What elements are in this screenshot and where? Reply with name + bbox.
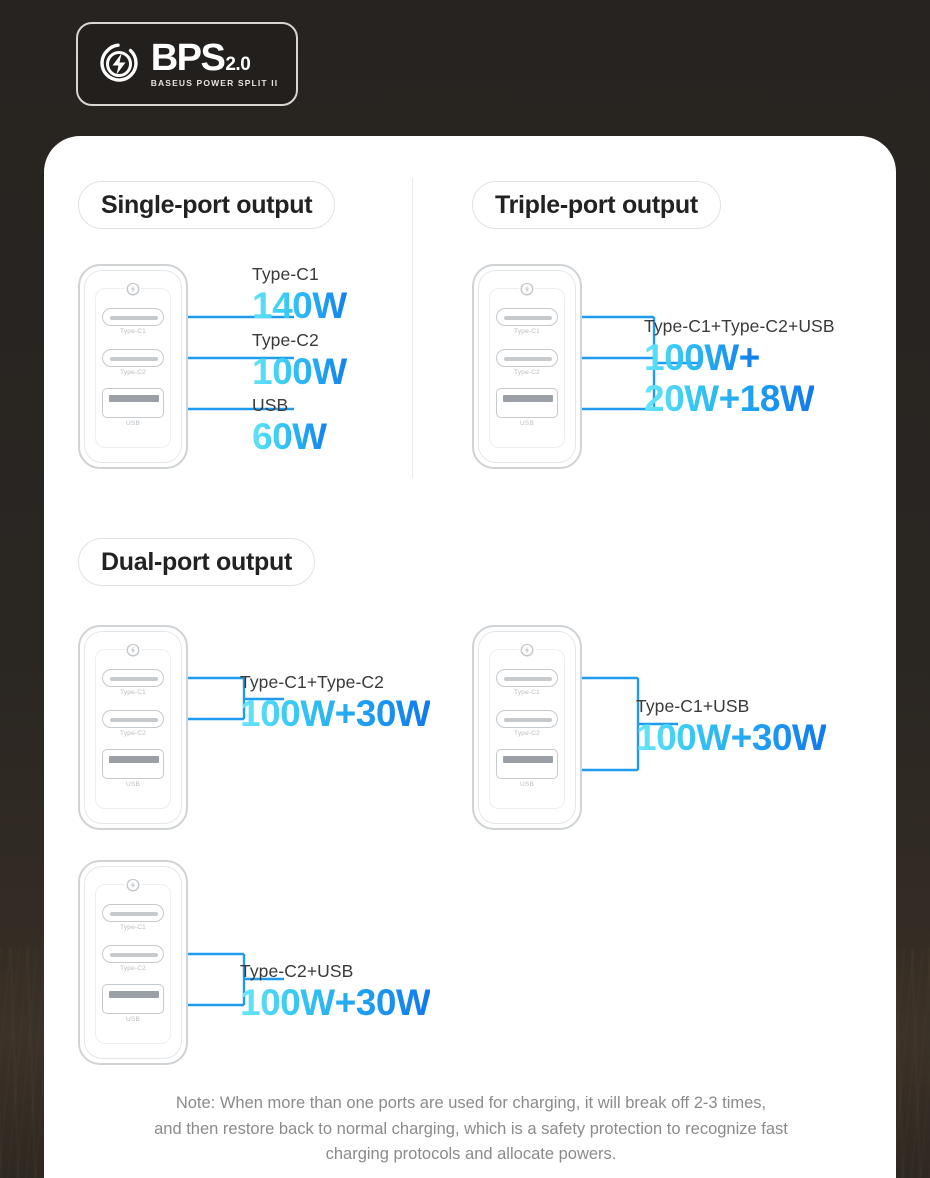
section-heading-triple-port: Triple-port output bbox=[472, 181, 721, 229]
port-usb-a: USB bbox=[102, 388, 164, 427]
spec-title: Type-C1+Type-C2+USB bbox=[644, 316, 835, 336]
usb-c-port-icon bbox=[496, 308, 558, 326]
usb-c-port-icon bbox=[496, 669, 558, 687]
spec-wattage-line2: 20W+18W bbox=[644, 377, 815, 419]
port-label-c2: Type-C2 bbox=[120, 730, 146, 737]
port-label-usb: USB bbox=[126, 781, 140, 788]
connector-lines-single bbox=[188, 315, 294, 411]
spec-card: Single-port output Type-C1 Type-C2 bbox=[44, 136, 896, 1178]
port-label-c1: Type-C1 bbox=[514, 328, 540, 335]
usb-c-port-icon bbox=[102, 904, 164, 922]
bolt-badge-icon bbox=[125, 877, 141, 893]
port-usb-a: USB bbox=[496, 749, 558, 788]
usb-c-port-icon bbox=[102, 945, 164, 963]
port-type-c2: Type-C2 bbox=[102, 349, 164, 376]
logo-subtitle-text: BASEUS POWER SPLIT II bbox=[150, 78, 279, 89]
spec-wattage: 100W bbox=[252, 351, 347, 392]
usb-c-port-icon bbox=[496, 710, 558, 728]
spec-wattage: 100W+30W bbox=[636, 717, 827, 758]
port-label-c2: Type-C2 bbox=[514, 369, 540, 376]
connector-bracket-dual-2 bbox=[582, 676, 678, 772]
footer-note: Note: When more than one ports are used … bbox=[86, 1091, 856, 1168]
note-line-1: Note: When more than one ports are used … bbox=[175, 1094, 767, 1112]
port-type-c2: Type-C2 bbox=[102, 945, 164, 972]
charger-body bbox=[78, 860, 188, 1065]
spec-single-c2: Type-C2 100W bbox=[252, 330, 347, 392]
usb-c-port-icon bbox=[102, 669, 164, 687]
port-usb-a: USB bbox=[496, 388, 558, 427]
spec-wattage: 140W bbox=[252, 285, 347, 326]
port-type-c1: Type-C1 bbox=[102, 669, 164, 696]
bolt-badge-icon bbox=[125, 281, 141, 297]
spec-wattage-line1: 100W+ bbox=[644, 337, 760, 378]
charger-illustration-dual-2: Type-C1 Type-C2 USB bbox=[472, 625, 582, 830]
port-label-c1: Type-C1 bbox=[120, 328, 146, 335]
charger-illustration-dual-3: Type-C1 Type-C2 USB bbox=[78, 860, 188, 1065]
spec-single-c1: Type-C1 140W bbox=[252, 264, 347, 326]
connector-bracket-dual-3 bbox=[188, 952, 284, 1007]
port-label-c2: Type-C2 bbox=[120, 965, 146, 972]
bolt-badge-icon bbox=[519, 642, 535, 658]
usb-a-port-icon bbox=[496, 749, 558, 779]
usb-c-port-icon bbox=[496, 349, 558, 367]
port-label-usb: USB bbox=[126, 1016, 140, 1023]
spec-title: Type-C1 bbox=[252, 264, 319, 284]
spec-title: Type-C1+Type-C2 bbox=[240, 672, 384, 692]
spec-title: USB bbox=[252, 395, 289, 415]
port-label-c1: Type-C1 bbox=[514, 689, 540, 696]
spec-single-usb: USB 60W bbox=[252, 395, 327, 457]
logo-version-text: 2.0 bbox=[225, 53, 251, 75]
bps-logo-badge: BPS 2.0 BASEUS POWER SPLIT II bbox=[76, 22, 298, 106]
usb-a-port-icon bbox=[102, 984, 164, 1014]
spec-title: Type-C1+USB bbox=[636, 696, 750, 716]
charger-illustration-single: Type-C1 Type-C2 USB bbox=[78, 264, 188, 469]
usb-c-port-icon bbox=[102, 349, 164, 367]
logo-wordmark: BPS 2.0 BASEUS POWER SPLIT II bbox=[150, 36, 279, 89]
port-label-c1: Type-C1 bbox=[120, 924, 146, 931]
port-type-c1: Type-C1 bbox=[496, 308, 558, 335]
spec-wattage: 100W+30W bbox=[240, 982, 431, 1023]
port-type-c1: Type-C1 bbox=[496, 669, 558, 696]
bolt-circle-icon bbox=[96, 41, 142, 87]
port-label-usb: USB bbox=[126, 420, 140, 427]
spec-title: Type-C2+USB bbox=[240, 961, 354, 981]
port-label-c2: Type-C2 bbox=[120, 369, 146, 376]
spec-wattage: 60W bbox=[252, 416, 327, 457]
port-usb-a: USB bbox=[102, 749, 164, 788]
spec-title: Type-C2 bbox=[252, 330, 319, 350]
port-type-c1: Type-C1 bbox=[102, 308, 164, 335]
charger-illustration-dual-1: Type-C1 Type-C2 USB bbox=[78, 625, 188, 830]
note-line-2: and then restore back to normal charging… bbox=[154, 1119, 788, 1138]
port-type-c1: Type-C1 bbox=[102, 904, 164, 931]
connector-bracket-dual-1 bbox=[188, 676, 284, 721]
usb-a-port-icon bbox=[496, 388, 558, 418]
port-label-usb: USB bbox=[520, 781, 534, 788]
port-type-c2: Type-C2 bbox=[102, 710, 164, 737]
spec-triple: Type-C1+Type-C2+USB 100W+ 20W+18W bbox=[644, 316, 896, 419]
usb-a-port-icon bbox=[102, 749, 164, 779]
usb-c-port-icon bbox=[102, 710, 164, 728]
section-heading-dual-port: Dual-port output bbox=[78, 538, 315, 586]
port-type-c2: Type-C2 bbox=[496, 710, 558, 737]
port-label-c2: Type-C2 bbox=[514, 730, 540, 737]
connector-bracket-triple bbox=[582, 315, 702, 411]
bolt-badge-icon bbox=[125, 642, 141, 658]
column-divider bbox=[412, 178, 413, 478]
spec-dual-c2-usb: Type-C2+USB 100W+30W bbox=[240, 961, 431, 1023]
logo-brand-text: BPS bbox=[150, 36, 226, 79]
port-usb-a: USB bbox=[102, 984, 164, 1023]
spec-wattage: 100W+30W bbox=[240, 693, 431, 734]
spec-dual-c1-usb: Type-C1+USB 100W+30W bbox=[636, 696, 827, 758]
spec-dual-c1-c2: Type-C1+Type-C2 100W+30W bbox=[240, 672, 431, 734]
port-type-c2: Type-C2 bbox=[496, 349, 558, 376]
usb-a-port-icon bbox=[102, 388, 164, 418]
port-label-c1: Type-C1 bbox=[120, 689, 146, 696]
charger-illustration-triple: Type-C1 Type-C2 USB bbox=[472, 264, 582, 469]
port-label-usb: USB bbox=[520, 420, 534, 427]
usb-c-port-icon bbox=[102, 308, 164, 326]
section-heading-single-port: Single-port output bbox=[78, 181, 336, 229]
bolt-badge-icon bbox=[519, 281, 535, 297]
note-line-3: charging protocols and allocate powers. bbox=[325, 1145, 617, 1164]
